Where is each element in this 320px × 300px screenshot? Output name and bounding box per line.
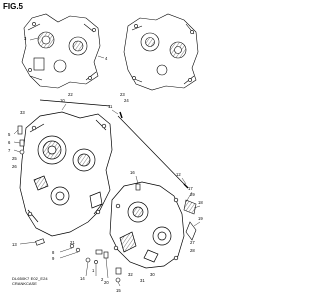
callout-7: 7 — [8, 148, 11, 153]
callout-11: 11 — [108, 104, 113, 109]
callout-21: 21 — [70, 240, 75, 245]
callout-29: 29 — [190, 192, 195, 197]
callout-23: 23 — [120, 92, 125, 97]
crankcase-right-inset-view — [123, 13, 199, 91]
callout-2: 2 — [101, 277, 104, 282]
callout-28: 28 — [190, 248, 195, 253]
callout-5: 5 — [8, 132, 11, 137]
callout-17: 17 — [188, 186, 193, 191]
callout-26: 26 — [12, 164, 17, 169]
callout-22: 22 — [68, 92, 73, 97]
callout-9: 9 — [52, 256, 55, 261]
callout-32: 32 — [128, 272, 133, 277]
callout-31: 31 — [140, 278, 145, 283]
callout-24: 24 — [124, 98, 129, 103]
callout-27: 27 — [190, 240, 195, 245]
model-code: DL650K7 E02_E24 — [12, 276, 48, 281]
callout-6: 6 — [8, 140, 11, 145]
callout-3: 3 — [24, 36, 27, 41]
crankcase-left-half — [19, 111, 113, 237]
callout-1: 1 — [92, 268, 95, 273]
figure-title: FIG.5 — [3, 2, 24, 11]
callout-8: 8 — [52, 250, 55, 255]
callout-20: 20 — [104, 280, 109, 285]
callout-33: 33 — [20, 110, 25, 115]
crankcase-exploded-diagram: 1 2 3 4 5 6 7 8 9 10 11 12 13 14 15 16 1… — [8, 13, 203, 293]
figure-caption: CRANKCASE — [12, 281, 37, 286]
callout-15: 15 — [116, 288, 121, 293]
callout-19: 19 — [198, 216, 203, 221]
callout-25: 25 — [12, 156, 17, 161]
callout-16: 16 — [130, 170, 135, 175]
callout-10: 10 — [60, 98, 65, 103]
callout-12: 12 — [176, 172, 181, 177]
stud-bolts — [39, 99, 189, 189]
callout-30: 30 — [150, 272, 155, 277]
leader-lines — [13, 37, 201, 287]
callout-18: 18 — [198, 200, 203, 205]
callout-14: 14 — [80, 276, 85, 281]
callout-4: 4 — [105, 56, 108, 61]
crankcase-left-inset-view — [21, 13, 101, 89]
crankcase-right-half — [109, 181, 185, 269]
callout-13: 13 — [12, 242, 17, 247]
callouts: 1 2 3 4 5 6 7 8 9 10 11 12 13 14 15 16 1… — [8, 36, 203, 293]
